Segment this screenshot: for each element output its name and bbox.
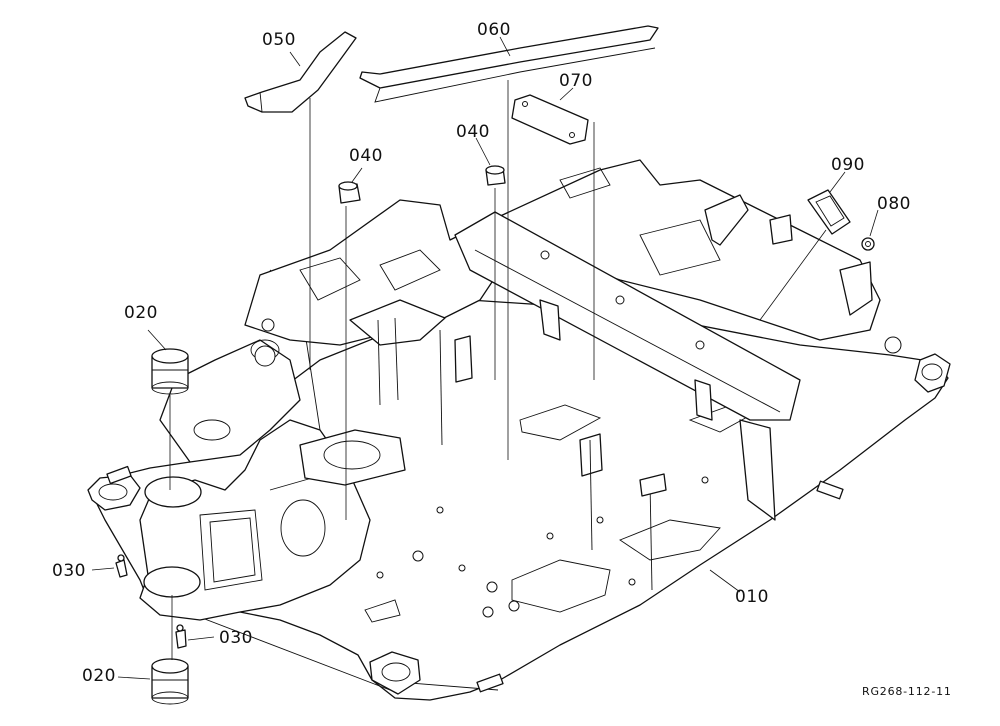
- callout-070: 070: [559, 71, 593, 91]
- drawing-reference-code: RG268-112-11: [862, 685, 952, 698]
- callout-060: 060: [477, 20, 511, 40]
- part-030-fitting-lower: [175, 624, 187, 649]
- leader-lines: [91, 36, 879, 680]
- center-posts: [299, 299, 473, 486]
- callout-090: 090: [831, 155, 865, 175]
- part-090-grommet: [807, 189, 851, 235]
- part-070-plate: [511, 94, 589, 145]
- callout-050: 050: [262, 30, 296, 50]
- part-040-cap-right: [485, 165, 506, 186]
- callout-030-upper: 030: [52, 561, 86, 581]
- callout-040-left: 040: [349, 146, 383, 166]
- center-beam: [454, 211, 801, 521]
- right-brackets: [579, 194, 873, 591]
- callout-040-right: 040: [456, 122, 490, 142]
- callout-020-top: 020: [124, 303, 158, 323]
- callout-020-bottom: 020: [82, 666, 116, 686]
- part-050-trim: [244, 31, 357, 113]
- callout-080: 080: [877, 194, 911, 214]
- part-060-trim: [359, 25, 659, 103]
- part-020-bushing-top: [151, 348, 189, 395]
- part-040-cap-left: [338, 181, 361, 204]
- part-030-fitting-upper: [115, 554, 128, 578]
- part-080-nut: [861, 237, 875, 251]
- callout-030-lower: 030: [219, 628, 253, 648]
- part-020-bushing-bottom: [151, 658, 189, 705]
- callout-010: 010: [735, 587, 769, 607]
